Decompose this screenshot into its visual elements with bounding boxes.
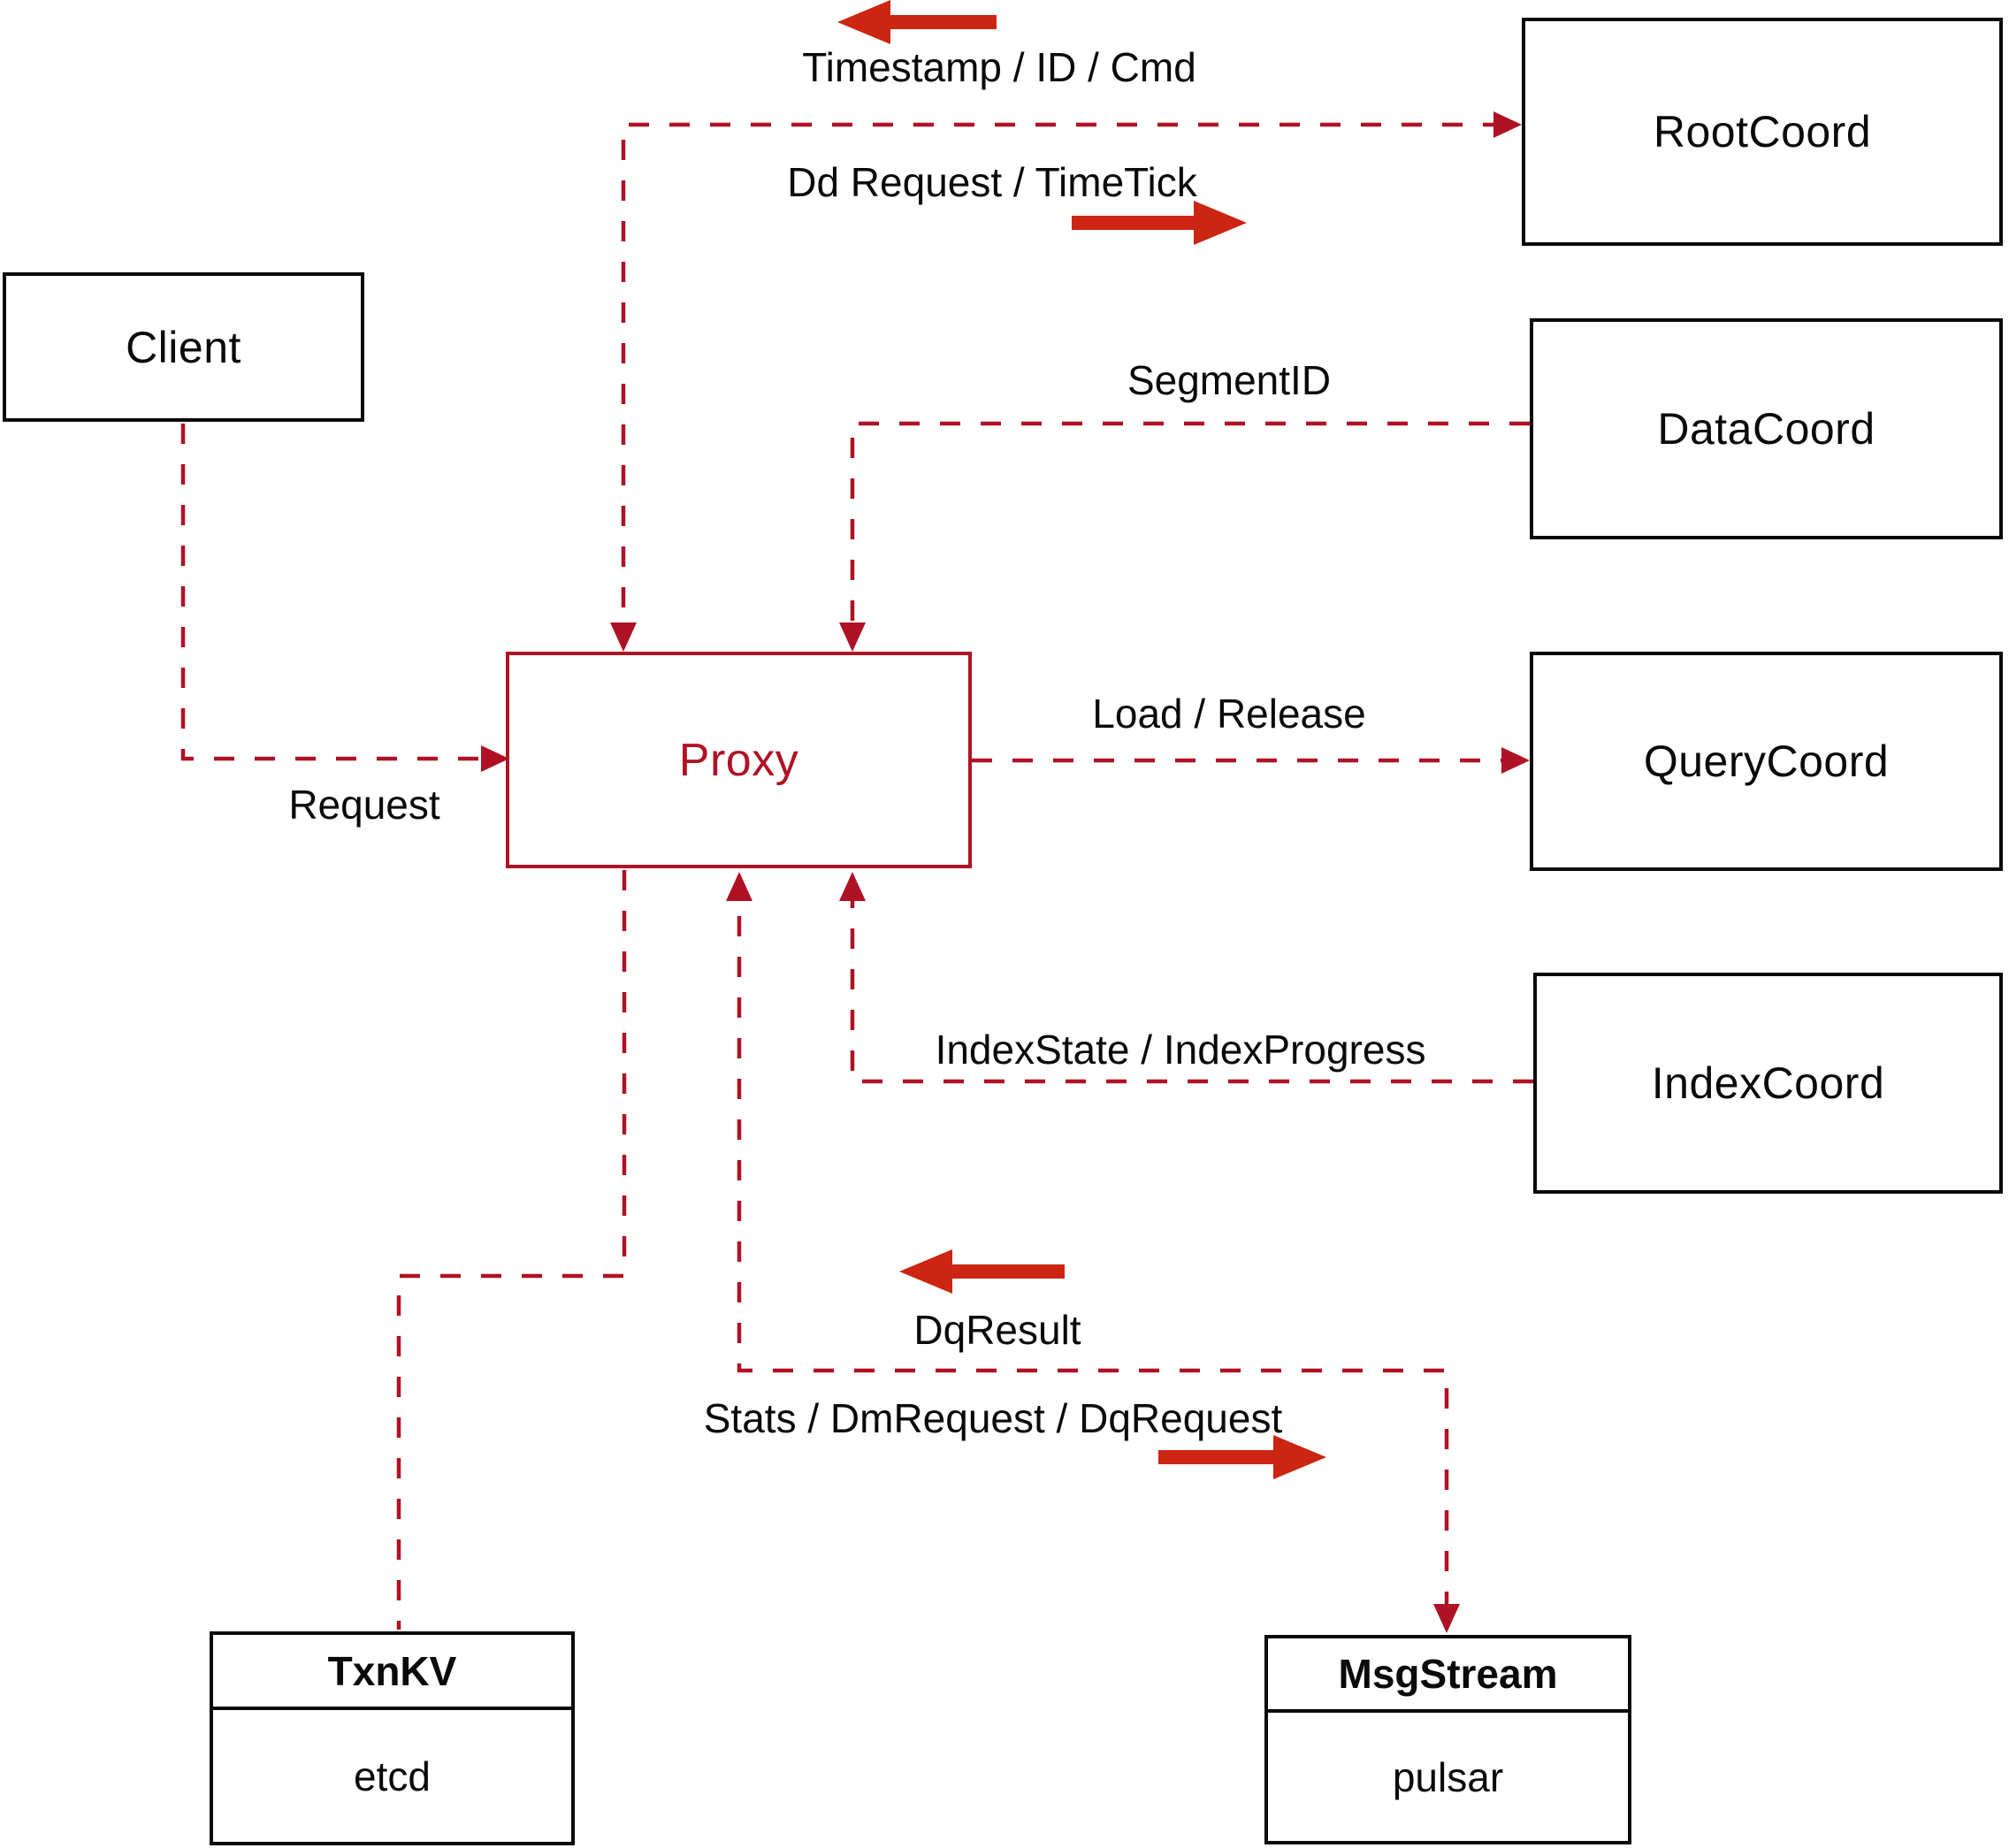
msgstream-title: MsgStream	[1268, 1638, 1628, 1713]
datacoord-node: DataCoord	[1530, 318, 2003, 539]
client-label: Client	[126, 322, 241, 372]
arrowhead-into-proxy-top-left	[610, 622, 637, 652]
arrowhead-into-rootcoord	[1493, 111, 1522, 138]
edge-client-proxy	[180, 424, 502, 761]
arrowhead-into-msgstream	[1433, 1604, 1460, 1633]
arrow-right-icon	[1072, 201, 1247, 245]
indexcoord-label: IndexCoord	[1651, 1058, 1885, 1108]
edge-label-timestamp-id-cmd: Timestamp / ID / Cmd	[802, 44, 1196, 90]
arrow-left-icon	[837, 0, 997, 44]
proxy-label: Proxy	[678, 734, 799, 786]
edge-label-load-release: Load / Release	[1092, 691, 1366, 737]
querycoord-node: QueryCoord	[1530, 652, 2003, 871]
msgstream-impl: pulsar	[1392, 1753, 1504, 1800]
arrow-right-icon	[1158, 1435, 1326, 1479]
rootcoord-node: RootCoord	[1522, 18, 2003, 246]
msgstream-node: MsgStream pulsar	[1264, 1635, 1631, 1844]
client-node: Client	[3, 272, 364, 422]
rootcoord-label: RootCoord	[1653, 107, 1872, 157]
edge-label-dd-request-timetick: Dd Request / TimeTick	[787, 159, 1197, 205]
arrowhead-into-proxy-top-right	[839, 622, 866, 652]
arrowhead-into-querycoord	[1501, 747, 1530, 774]
edge-label-dqresult: DqResult	[913, 1307, 1081, 1353]
proxy-node: Proxy	[506, 652, 972, 868]
edge-datacoord-proxy	[850, 421, 1530, 648]
txnkv-node: TxnKV etcd	[210, 1631, 575, 1845]
edge-proxy-txnkv	[396, 870, 627, 1630]
arrowhead-into-proxy-left	[481, 745, 509, 772]
indexcoord-node: IndexCoord	[1533, 973, 2003, 1194]
edge-label-segmentid: SegmentID	[1127, 357, 1332, 403]
querycoord-label: QueryCoord	[1643, 737, 1890, 786]
edge-label-stats-dmrequest-dqrequest: Stats / DmRequest / DqRequest	[703, 1395, 1283, 1441]
edge-indexcoord-proxy	[850, 875, 1533, 1084]
txnkv-impl: etcd	[354, 1753, 431, 1799]
arrowhead-into-proxy-bottom-mid	[726, 872, 752, 901]
edge-proxy-msgstream	[737, 875, 1449, 1628]
txnkv-title: TxnKV	[213, 1635, 571, 1710]
edge-label-request: Request	[288, 782, 440, 828]
datacoord-label: DataCoord	[1657, 404, 1875, 454]
edge-label-indexstate-indexprogress: IndexState / IndexProgress	[935, 1027, 1426, 1073]
arrow-left-icon	[899, 1249, 1065, 1294]
arrowhead-into-proxy-bottom-right	[839, 872, 866, 901]
edge-proxy-rootcoord	[621, 122, 1515, 648]
